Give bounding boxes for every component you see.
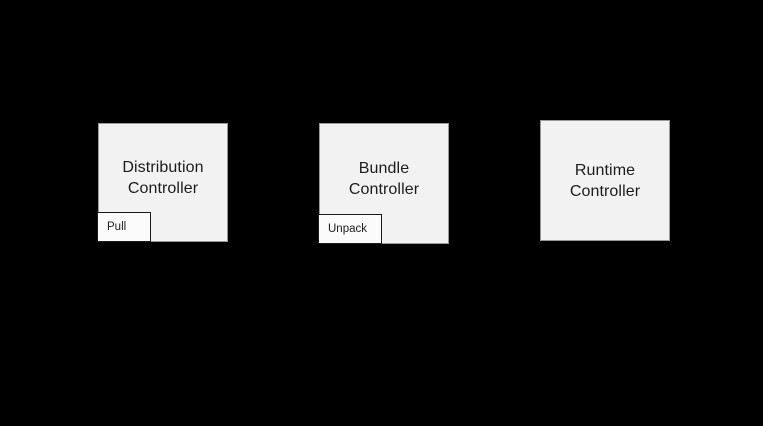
node-bundle-controller-label: Bundle Controller	[348, 159, 420, 198]
node-runtime-controller-label: Runtime Controller	[569, 161, 641, 200]
node-distribution-controller-label: Distribution Controller	[122, 158, 204, 197]
tab-unpack-label: Unpack	[328, 222, 367, 235]
node-runtime-controller[interactable]: Runtime Controller	[540, 120, 670, 241]
tab-unpack[interactable]: Unpack	[318, 214, 382, 244]
tab-pull-label: Pull	[107, 220, 127, 233]
tab-pull[interactable]: Pull	[97, 212, 151, 242]
